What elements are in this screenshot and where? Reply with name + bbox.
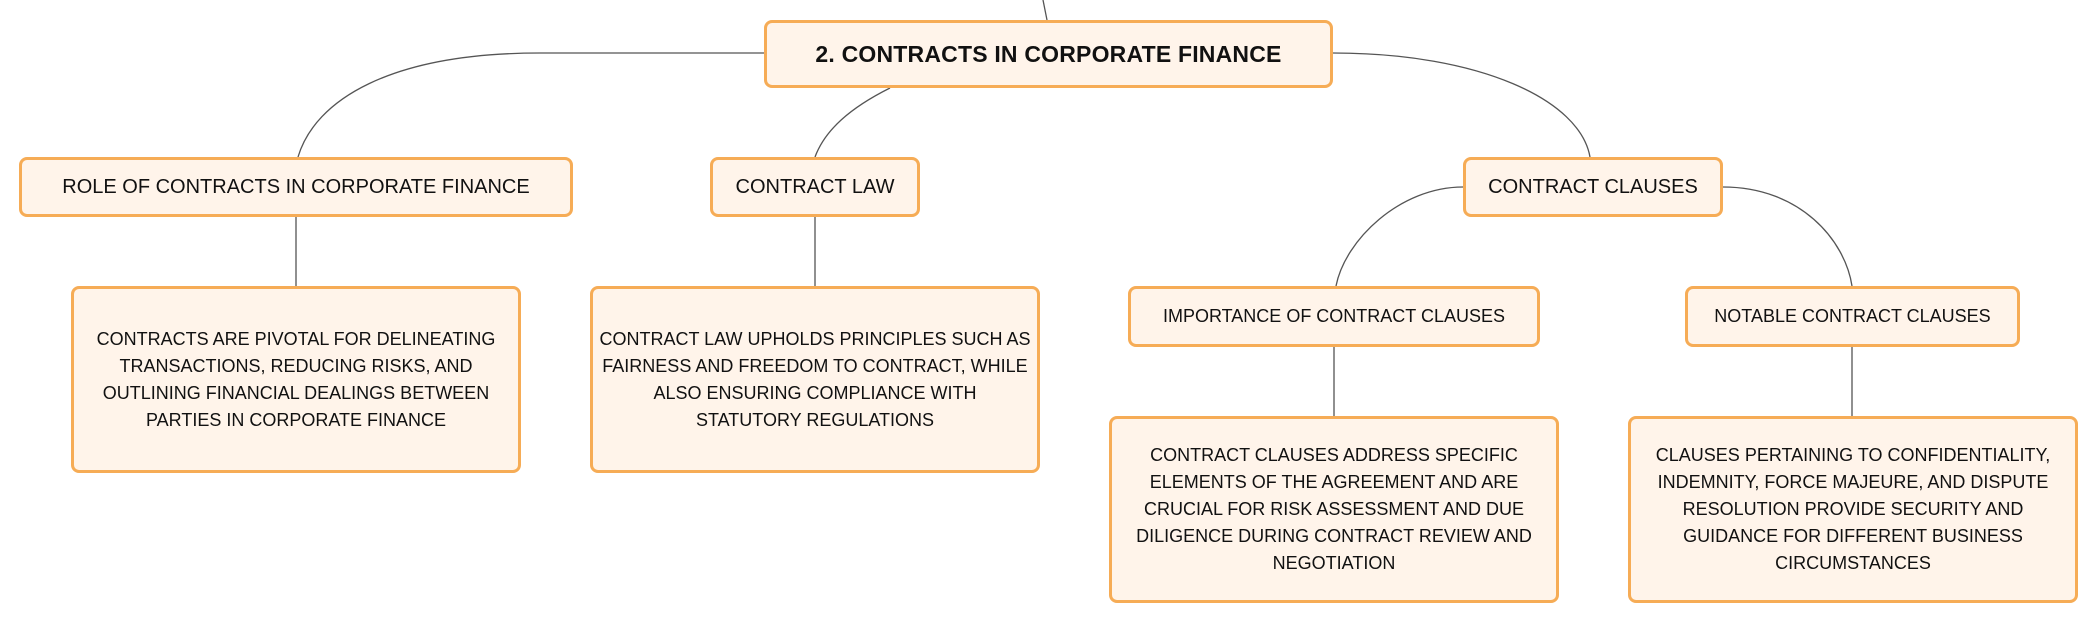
contract-law-node[interactable]: CONTRACT LAW: [710, 157, 920, 217]
role-detail-node[interactable]: CONTRACTS ARE PIVOTAL FOR DELINEATING TR…: [71, 286, 521, 473]
contract-clauses-node[interactable]: CONTRACT CLAUSES: [1463, 157, 1723, 217]
edge-clauses-to-notable: [1722, 186, 1853, 287]
root-label: 2. CONTRACTS IN CORPORATE FINANCE: [815, 40, 1282, 67]
notable-node[interactable]: NOTABLE CONTRACT CLAUSES: [1685, 286, 2020, 347]
edge-root-to-role: [297, 52, 764, 158]
contract-clauses-label: CONTRACT CLAUSES: [1488, 175, 1698, 198]
importance-detail-text: CONTRACT CLAUSES ADDRESS SPECIFIC ELEMEN…: [1136, 445, 1532, 573]
importance-label: IMPORTANCE OF CONTRACT CLAUSES: [1162, 306, 1506, 326]
edge-clauses-to-importance: [1335, 186, 1464, 287]
role-label: ROLE OF CONTRACTS IN CORPORATE FINANCE: [62, 175, 530, 198]
role-detail-text: CONTRACTS ARE PIVOTAL FOR DELINEATING TR…: [96, 328, 496, 430]
notable-label: NOTABLE CONTRACT CLAUSES: [1714, 306, 1991, 326]
contract-law-detail-node[interactable]: CONTRACT LAW UPHOLDS PRINCIPLES SUCH AS …: [590, 286, 1040, 473]
role-node[interactable]: ROLE OF CONTRACTS IN CORPORATE FINANCE: [19, 157, 573, 217]
importance-detail-node[interactable]: CONTRACT CLAUSES ADDRESS SPECIFIC ELEMEN…: [1109, 416, 1559, 603]
contract-law-label: CONTRACT LAW: [735, 175, 895, 198]
edge-root-to-clauses: [1332, 52, 1591, 158]
notable-detail-node[interactable]: CLAUSES PERTAINING TO CONFIDENTIALITY, I…: [1628, 416, 2078, 603]
importance-node[interactable]: IMPORTANCE OF CONTRACT CLAUSES: [1128, 286, 1540, 347]
notable-detail-text: CLAUSES PERTAINING TO CONFIDENTIALITY, I…: [1655, 445, 2051, 573]
edge-root-to-law: [814, 87, 891, 158]
edge-parent-to-root: [1042, 0, 1048, 21]
contract-law-detail-text: CONTRACT LAW UPHOLDS PRINCIPLES SUCH AS …: [599, 328, 1031, 430]
root-node[interactable]: 2. CONTRACTS IN CORPORATE FINANCE: [764, 20, 1333, 88]
